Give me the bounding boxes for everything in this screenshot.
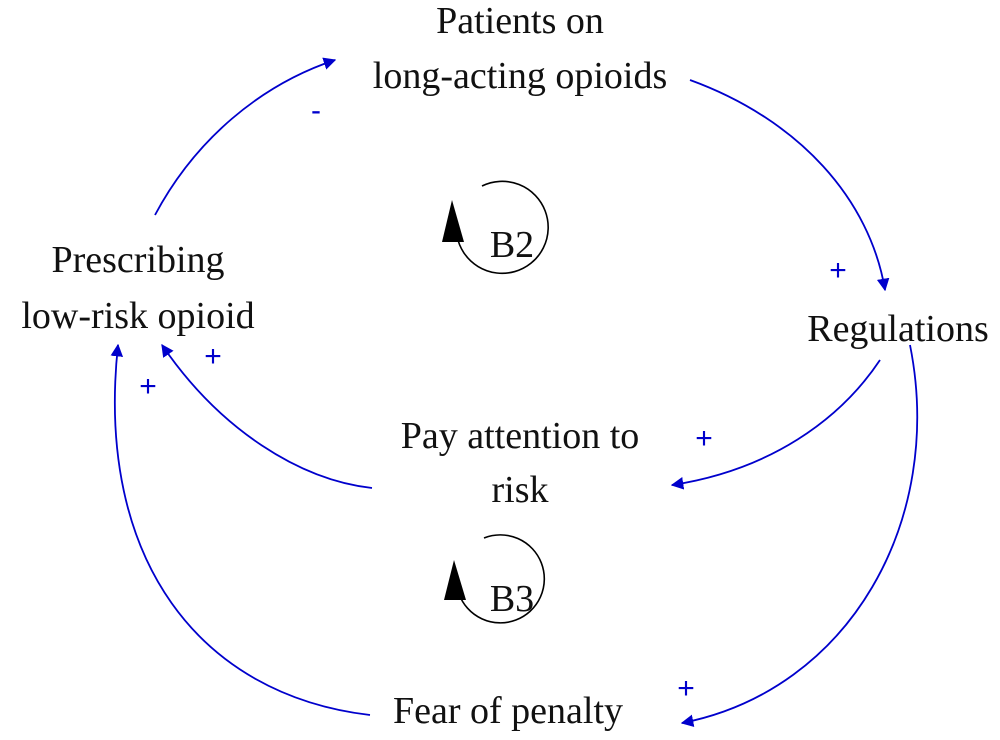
loop-b3-label: B3 xyxy=(490,578,534,620)
polarity-fear-to-prescribing: + xyxy=(139,370,157,403)
polarity-patients-to-regulations: + xyxy=(829,254,847,287)
loop-b2-label: B2 xyxy=(490,224,534,266)
loop-b3-arrowhead xyxy=(444,560,466,600)
link-prescribing-to-patients xyxy=(154,57,337,216)
loop-b3-arrow xyxy=(458,534,546,624)
polarity-attention-to-prescribing: + xyxy=(204,340,222,373)
node-prescribing-line1: Prescribing xyxy=(51,239,224,281)
node-regulations: Regulations xyxy=(807,308,989,350)
node-patients-line2: long-acting opioids xyxy=(373,55,667,97)
node-fear: Fear of penalty xyxy=(393,690,623,732)
node-attention-line1: Pay attention to xyxy=(401,415,640,457)
node-prescribing-line2: low-risk opioid xyxy=(21,295,254,337)
node-attention-line2: risk xyxy=(492,469,549,511)
polarity-regulations-to-fear: + xyxy=(677,672,695,705)
polarity-prescribing-to-patients: - xyxy=(311,94,321,127)
polarity-regulations-to-attention: + xyxy=(695,422,713,455)
loop-b2-arrowhead xyxy=(442,200,464,242)
link-attention-to-prescribing xyxy=(161,343,373,489)
link-patients-to-regulations xyxy=(689,79,890,292)
loop-b2-arrow xyxy=(456,180,549,275)
link-regulations-to-attention xyxy=(670,359,881,490)
link-regulations-to-fear xyxy=(680,344,919,727)
node-patients-line1: Patients on xyxy=(436,0,604,42)
link-fear-to-prescribing xyxy=(110,343,371,716)
